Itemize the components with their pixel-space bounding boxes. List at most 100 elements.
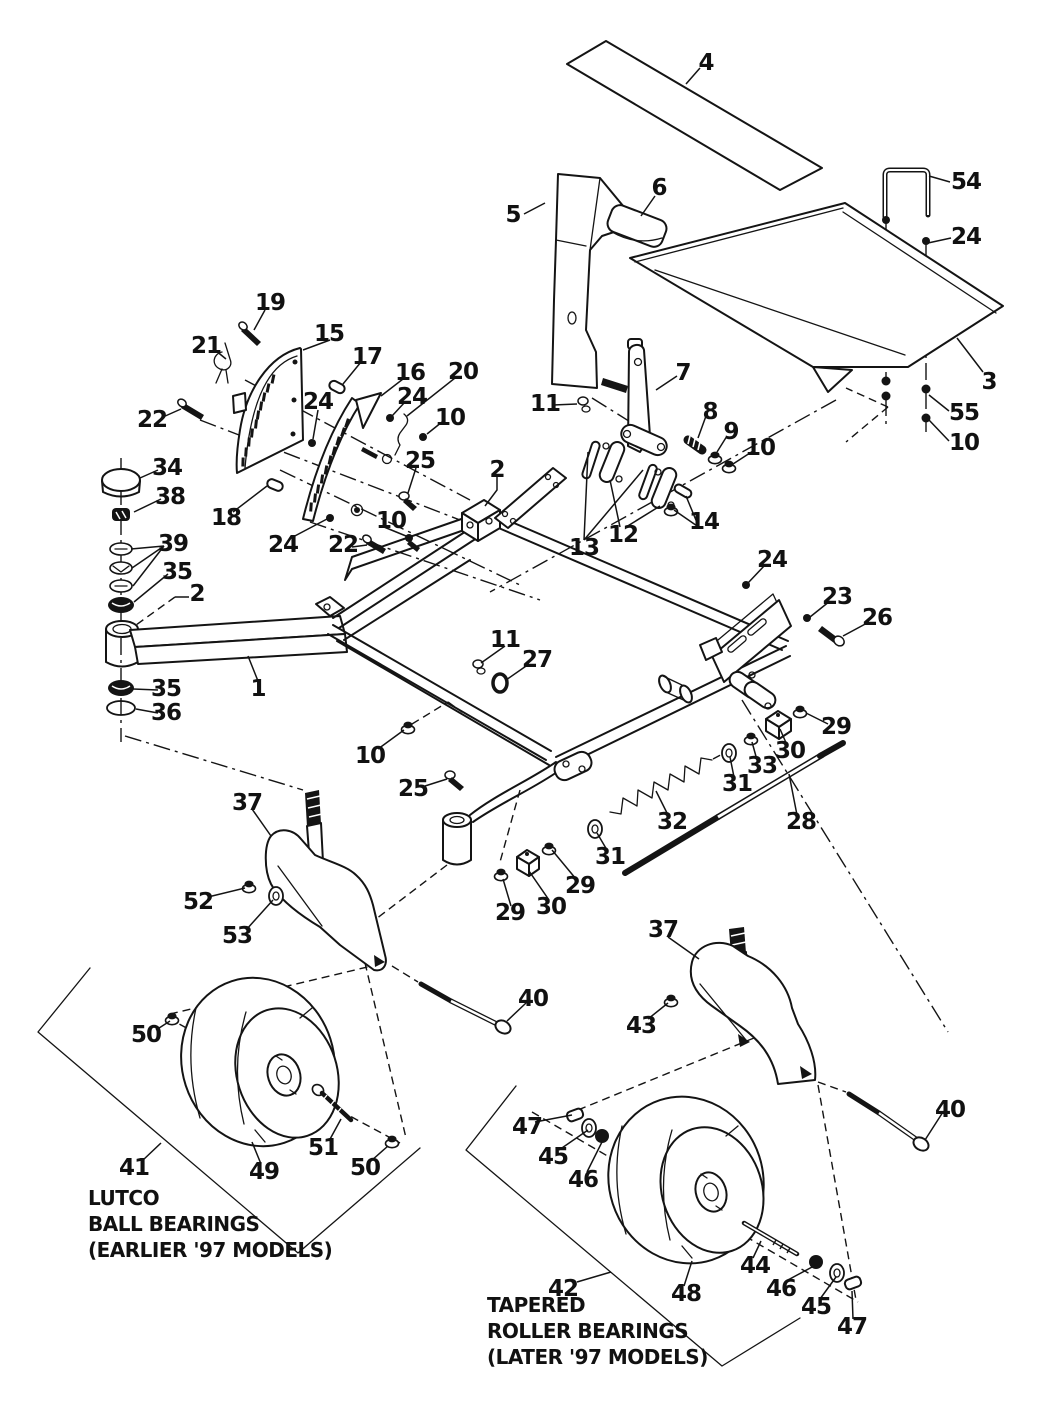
callout-25-43: 25: [398, 776, 428, 802]
wire-20: [394, 413, 409, 456]
washer-45a: [581, 1118, 597, 1138]
hitch-links: [728, 670, 777, 710]
washer-45b: [829, 1263, 845, 1283]
bearing-cone-46a: [595, 1129, 609, 1143]
callout-24-15: 24: [397, 384, 427, 410]
callout-38-20: 38: [155, 484, 185, 510]
callout-24-14: 24: [303, 389, 333, 415]
hitch-plate: [699, 593, 792, 683]
callout-24-2: 24: [951, 224, 981, 250]
axle-44: [741, 1220, 800, 1257]
callout-27-41: 27: [522, 647, 552, 673]
callout-10-7: 10: [949, 430, 979, 456]
callout-35-37: 35: [151, 676, 181, 702]
bolt-40b: [846, 1091, 930, 1152]
roll-pin-17: [328, 379, 346, 395]
lower-hardware: [400, 534, 845, 791]
tapered-region-outline: [465, 1085, 801, 1367]
linkage-cluster: [577, 338, 737, 517]
callout-24-25: 24: [268, 532, 298, 558]
rod-28-thread: [622, 814, 721, 876]
block-30a: [516, 849, 540, 877]
cap-34: [101, 468, 141, 498]
callout-53-59: 53: [222, 923, 252, 949]
callout-50-64: 50: [350, 1155, 380, 1181]
washers-39: [109, 542, 133, 593]
bolt-40a: [418, 981, 512, 1035]
cotter-pin-21: [213, 342, 232, 384]
callout-13-34: 13: [569, 535, 599, 561]
right-caster-assembly: [565, 927, 930, 1291]
callout-29-56: 29: [495, 900, 525, 926]
callout-42-77: 42: [548, 1276, 578, 1302]
callout-46-71: 46: [568, 1167, 598, 1193]
plate-15-slots: [241, 374, 276, 467]
spring-rod-row: [493, 704, 846, 882]
callout-22-27: 22: [328, 532, 358, 558]
callout-12-35: 12: [608, 522, 638, 548]
callout-30-48: 30: [775, 738, 805, 764]
callout-43-67: 43: [626, 1013, 656, 1039]
bolt-26: [818, 626, 845, 647]
discharge-strip-4: [566, 40, 823, 191]
bolt-22b: [366, 539, 386, 554]
alignment-lines: [124, 222, 949, 1303]
callout-33-49: 33: [747, 753, 777, 779]
bearing-35a: [108, 597, 134, 613]
pad-6: [606, 204, 668, 248]
callout-6-4: 6: [651, 175, 666, 201]
callout-54-1: 54: [951, 169, 981, 195]
callout-39-21: 39: [158, 531, 188, 557]
spacer-18: [266, 478, 284, 492]
bracket-7: [620, 338, 668, 457]
callout-10-26: 10: [376, 508, 406, 534]
callout-25-17: 25: [405, 448, 435, 474]
rail-right: [493, 516, 789, 651]
callout-16-12: 16: [395, 360, 425, 386]
callout-19-8: 19: [255, 290, 285, 316]
hinge-plate-2: [494, 467, 567, 529]
callout-29-47: 29: [821, 714, 851, 740]
caster-arm: [469, 761, 561, 823]
callout-37-57: 37: [232, 790, 262, 816]
callout-51-63: 51: [308, 1135, 338, 1161]
rail-left: [327, 624, 552, 766]
callout-47-69: 47: [512, 1114, 542, 1140]
block-2: [461, 499, 501, 542]
screw-11b: [472, 659, 486, 675]
callout-10-42: 10: [355, 743, 385, 769]
callout-21-9: 21: [191, 333, 221, 359]
callout-47-76: 47: [837, 1314, 867, 1340]
hardware-dots: [881, 216, 931, 423]
callout-55-6: 55: [949, 400, 979, 426]
spring-8: [683, 435, 707, 455]
u-rod-54: [882, 167, 931, 220]
washer-31a: [587, 819, 603, 839]
callout-45-70: 45: [538, 1144, 568, 1170]
leader-lines: [130, 67, 984, 1320]
callout-32-51: 32: [657, 809, 687, 835]
callout-31-53: 31: [595, 844, 625, 870]
left-caster-assembly: [164, 790, 512, 1149]
callout-46-74: 46: [766, 1276, 796, 1302]
callout-2-28: 2: [489, 457, 504, 483]
callout-1-39: 1: [250, 676, 265, 702]
spacer-47a: [565, 1107, 585, 1123]
callout-49-62: 49: [249, 1159, 279, 1185]
lutco-note-line-1: BALL BEARINGS: [88, 1212, 259, 1236]
nut-9: [707, 450, 723, 465]
ring-36: [106, 700, 136, 716]
callout-11-29: 11: [530, 391, 560, 417]
callout-17-11: 17: [352, 344, 382, 370]
callout-34-19: 34: [152, 455, 182, 481]
caster-fork-left: [264, 829, 387, 972]
tapered-note-line-0: TAPERED: [487, 1293, 585, 1317]
sector-plate-16: [302, 392, 382, 522]
callout-9-32: 9: [723, 419, 738, 445]
bolt-25b: [444, 770, 464, 791]
callout-10-16: 10: [435, 405, 465, 431]
